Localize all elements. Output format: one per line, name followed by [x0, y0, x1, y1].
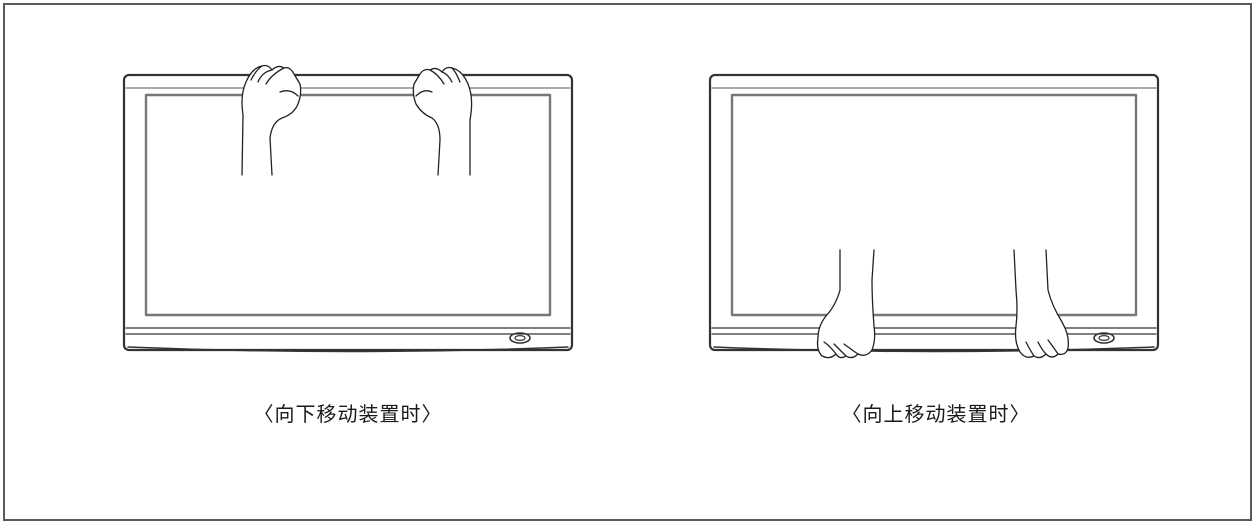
hand-icon — [241, 64, 302, 176]
display-screen — [144, 93, 552, 317]
display-bezel — [122, 73, 574, 352]
left-panel — [0, 0, 628, 390]
display-illustration-down — [122, 64, 574, 353]
figure-frame — [3, 3, 1252, 521]
caption-move-down: 〈向下移动装置时〉 — [253, 402, 443, 426]
hand-icon — [1013, 249, 1070, 359]
right-panel — [586, 0, 1214, 390]
display-bezel — [708, 73, 1160, 352]
display-screen — [730, 93, 1138, 317]
caption-move-up: 〈向上移动装置时〉 — [841, 402, 1031, 426]
hand-icon — [412, 66, 473, 176]
power-button-icon — [1093, 332, 1115, 344]
power-button-icon — [509, 332, 531, 344]
hand-icon — [816, 249, 876, 359]
display-illustration-up — [708, 73, 1160, 359]
